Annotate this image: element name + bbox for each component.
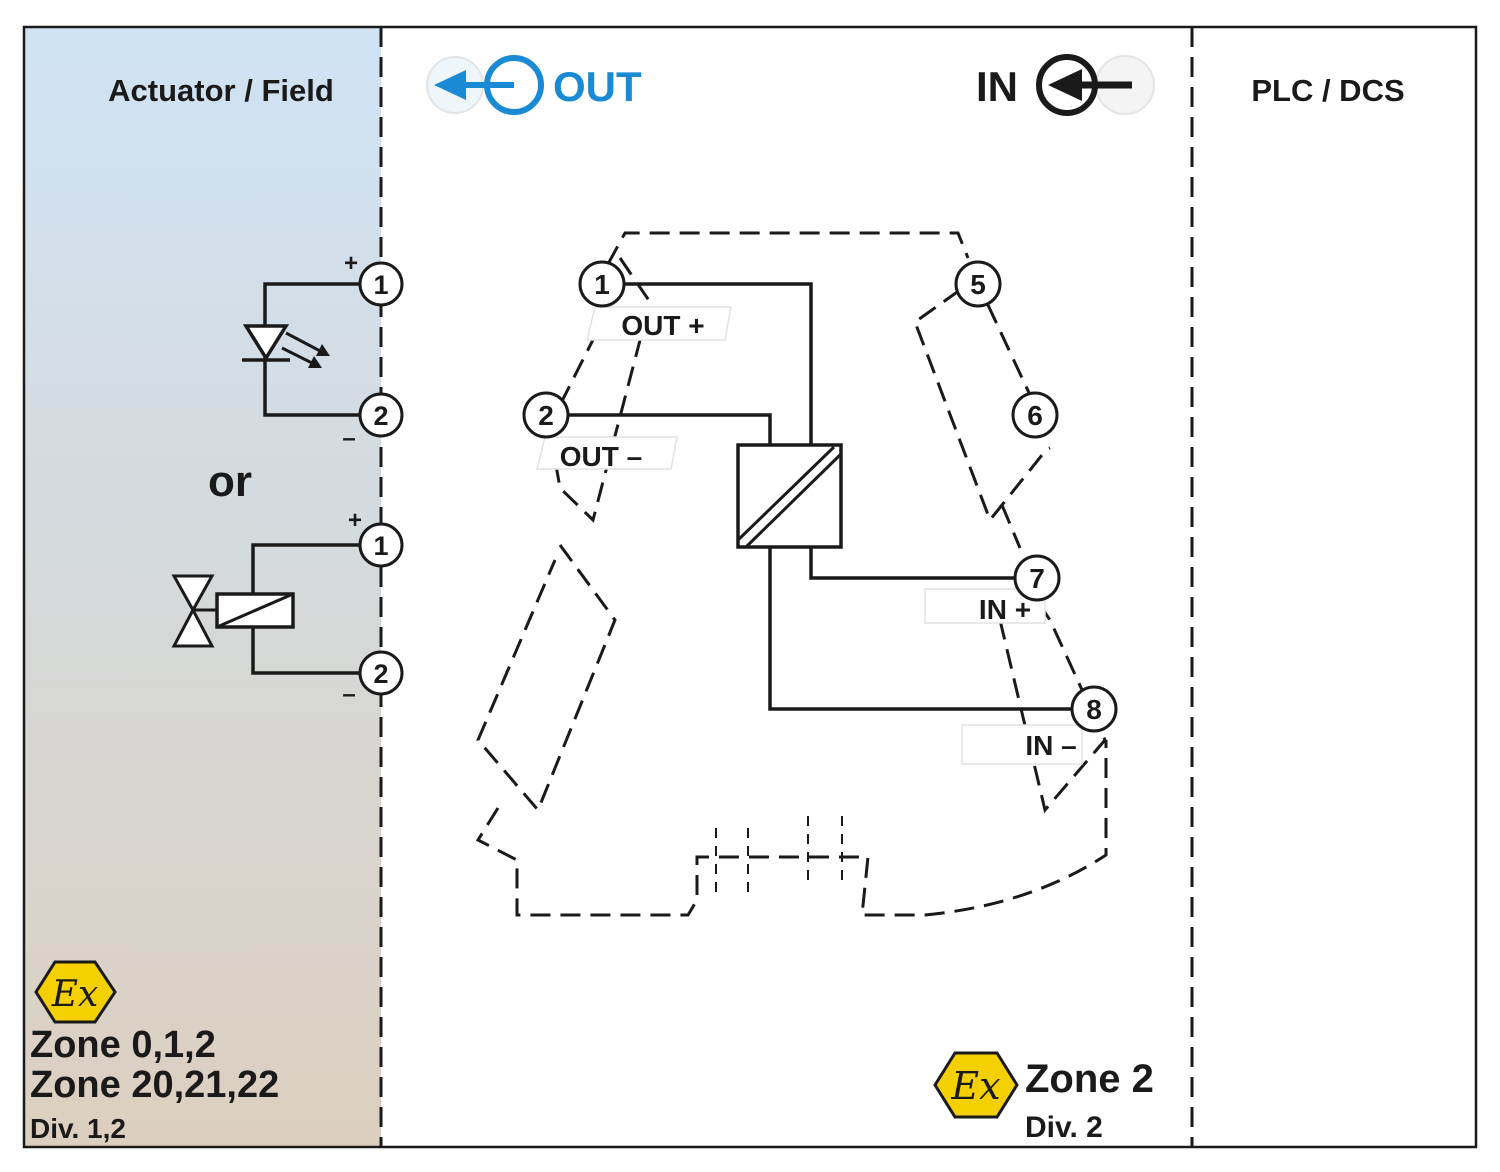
module-terminal-5: 5 xyxy=(954,260,1002,308)
valve-plus-sign: + xyxy=(348,507,362,534)
svg-text:7: 7 xyxy=(1029,563,1045,594)
out-plus-label: OUT + xyxy=(621,310,704,341)
out-minus-label: OUT – xyxy=(560,441,642,472)
diagram-frame xyxy=(22,25,1478,1149)
led-minus-sign: – xyxy=(342,425,355,452)
svg-text:1: 1 xyxy=(594,269,610,300)
module-terminal-1: 1 xyxy=(578,260,626,308)
svg-text:1: 1 xyxy=(373,270,388,300)
svg-text:8: 8 xyxy=(1086,694,1102,725)
led-plus-sign: + xyxy=(344,250,358,277)
svg-text:1: 1 xyxy=(373,531,388,561)
svg-text:5: 5 xyxy=(970,269,986,300)
ex-logo-safe: Ex xyxy=(933,1051,1019,1119)
out-direction-icon xyxy=(426,55,544,115)
zone-hazardous-line-1: Zone 0,1,2 xyxy=(30,1024,216,1066)
module-terminal-6: 6 xyxy=(1011,391,1059,439)
in-minus-label: IN – xyxy=(1025,730,1076,761)
zone-hazardous-line-3: Div. 1,2 xyxy=(30,1113,126,1144)
svg-text:2: 2 xyxy=(373,659,388,689)
module-terminal-2: 2 xyxy=(522,391,570,439)
module-terminal-8: 8 xyxy=(1070,685,1118,733)
internal-wiring xyxy=(568,282,1072,711)
actuator-field-title: Actuator / Field xyxy=(108,73,334,108)
out-label: OUT xyxy=(553,63,642,110)
module-terminal-7: 7 xyxy=(1013,554,1061,602)
svg-text:Ex: Ex xyxy=(51,974,99,1015)
zone-safe-line-2: Div. 2 xyxy=(1025,1111,1103,1144)
field-terminal-1-bottom: 1 xyxy=(358,522,404,568)
zone-safe-line-1: Zone 2 xyxy=(1025,1057,1154,1101)
module-housing-outline xyxy=(475,231,1108,917)
led-indicator-circuit xyxy=(242,282,365,417)
svg-text:Ex: Ex xyxy=(950,1064,1000,1108)
in-label: IN xyxy=(976,63,1018,110)
svg-text:2: 2 xyxy=(373,401,388,431)
solenoid-valve-circuit xyxy=(171,543,365,675)
svg-text:6: 6 xyxy=(1027,400,1043,431)
zone-hazardous-line-2: Zone 20,21,22 xyxy=(30,1064,279,1106)
in-direction-icon xyxy=(1036,54,1155,116)
field-terminal-2-bottom: 2 xyxy=(358,650,404,696)
field-terminal-1-top: 1 xyxy=(358,261,404,307)
ex-logo-hazardous: Ex xyxy=(34,960,117,1024)
or-label: or xyxy=(208,457,252,506)
svg-text:2: 2 xyxy=(538,400,554,431)
plc-dcs-title: PLC / DCS xyxy=(1251,73,1404,108)
in-plus-label: IN + xyxy=(979,594,1031,625)
field-terminal-2-top: 2 xyxy=(358,392,404,438)
galvanic-isolation-block xyxy=(736,443,843,549)
valve-minus-sign: – xyxy=(342,681,355,708)
